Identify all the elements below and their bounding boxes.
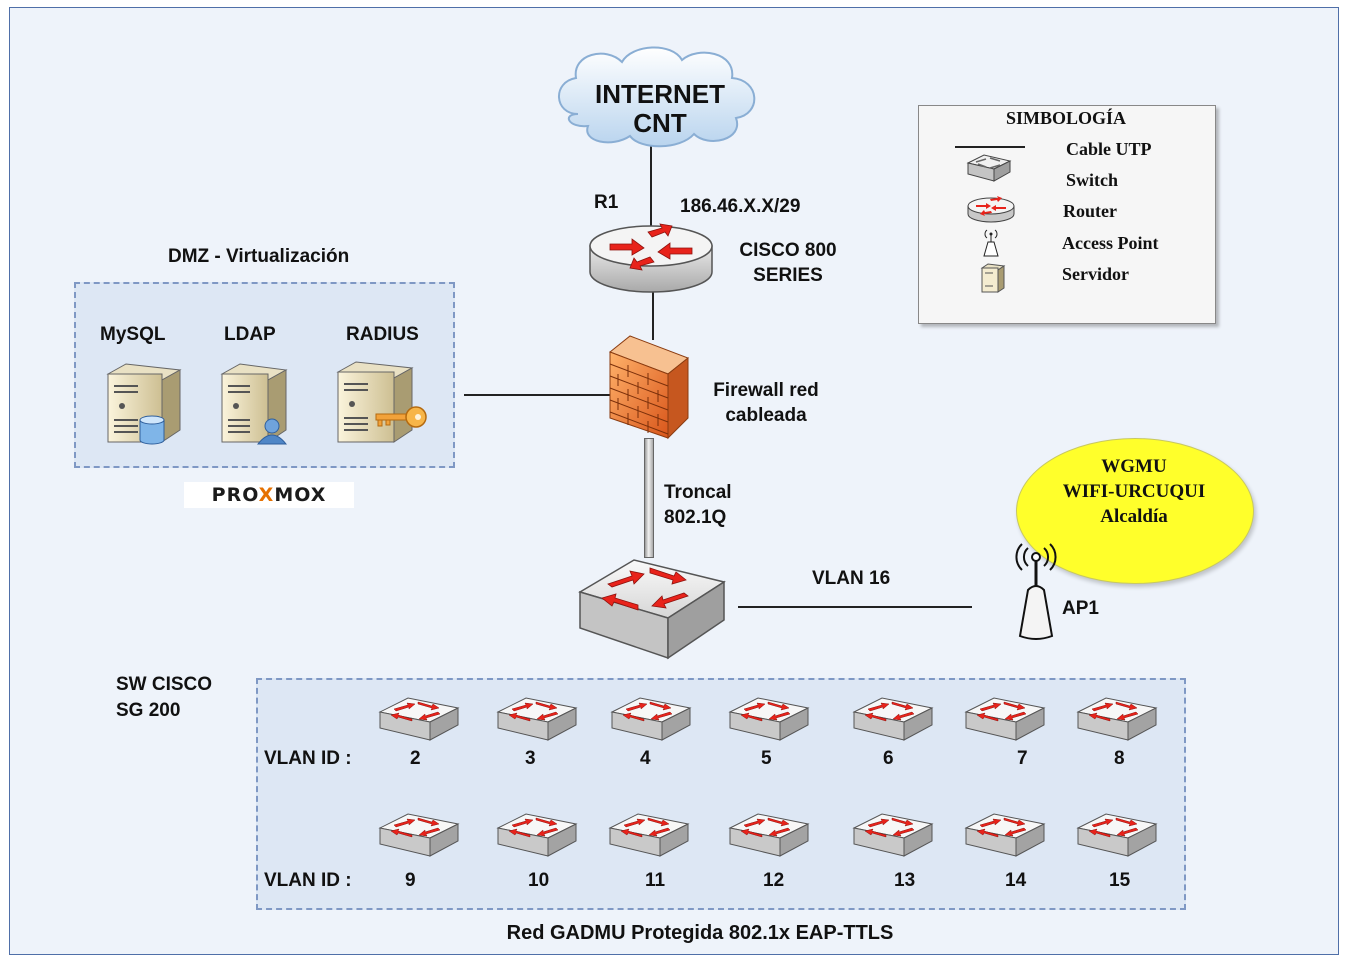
legend-router-icon <box>967 196 1015 223</box>
vlan-id-number: 14 <box>1005 870 1027 891</box>
router-icon <box>589 223 713 293</box>
legend-switch-icon <box>966 154 1012 182</box>
legend-title: SIMBOLOGÍA <box>1005 108 1127 128</box>
vlan-switch-icon <box>1076 812 1158 863</box>
vlan-id-number: 4 <box>640 748 651 769</box>
database-server-icon <box>106 363 182 445</box>
firewall-icon <box>609 335 689 440</box>
key-server-icon <box>336 361 427 443</box>
server-label-ldap: LDAP <box>224 324 276 345</box>
legend-cable-symbol <box>955 146 1025 148</box>
vlan-id-number: 11 <box>645 870 666 891</box>
link-dmz-firewall <box>464 394 610 396</box>
legend-label-cable: Cable UTP <box>1066 139 1152 159</box>
wifi-network-label: WGMU WIFI-URCUQUI Alcaldía <box>1016 454 1252 529</box>
trunk-line1: Troncal <box>664 482 732 503</box>
vlan-id-number: 9 <box>405 870 416 891</box>
vlan16-label: VLAN 16 <box>812 568 891 589</box>
access-point-icon <box>1015 543 1057 640</box>
link-switch-ap <box>738 606 972 608</box>
vlan-row1-label: VLAN ID : <box>264 748 352 769</box>
legend-label-server: Servidor <box>1062 264 1129 284</box>
vlan-switch-icon <box>964 696 1046 747</box>
vlan-switch-icon <box>852 812 934 863</box>
trunk-line2: 802.1Q <box>664 507 727 528</box>
trunk-label: Troncal 802.1Q <box>664 480 732 530</box>
vlan-id-number: 6 <box>883 748 894 769</box>
wifi-line1: WGMU <box>1101 456 1167 477</box>
vlan-switch-icon <box>728 696 810 747</box>
legend-label-router: Router <box>1063 201 1117 221</box>
vlan-id-number: 15 <box>1109 870 1131 891</box>
vlan-switch-icon <box>964 812 1046 863</box>
firewall-label: Firewall red cableada <box>692 378 840 428</box>
router-model: CISCO 800 SERIES <box>718 238 858 288</box>
wifi-line3: Alcaldía <box>1100 506 1168 527</box>
core-switch-label: SW CISCO SG 200 <box>116 672 212 724</box>
firewall-line1: Firewall red <box>713 380 819 401</box>
router-model-line1: CISCO 800 <box>739 240 837 261</box>
vlan-switch-icon <box>608 812 690 863</box>
server-label-radius: RADIUS <box>346 324 419 345</box>
internet-line1: INTERNET <box>595 79 725 109</box>
router-ip: 186.46.X.X/29 <box>680 196 801 217</box>
vlan-switch-icon <box>852 696 934 747</box>
legend-label-switch: Switch <box>1066 170 1119 190</box>
vlan-switch-icon <box>496 696 578 747</box>
vlan-id-number: 13 <box>894 870 916 891</box>
internet-label: INTERNET CNT <box>570 80 750 138</box>
ap-name: AP1 <box>1062 598 1099 619</box>
footer-caption: Red GADMU Protegida 802.1x EAP-TTLS <box>506 922 894 944</box>
proxmox-logo: PROXMOX <box>184 482 354 508</box>
vlan-id-number: 10 <box>528 870 550 891</box>
trunk-link <box>644 438 654 558</box>
vlan-switch-icon <box>610 696 692 747</box>
router-name: R1 <box>594 192 619 213</box>
router-model-line2: SERIES <box>753 265 823 286</box>
vlan-id-number: 7 <box>1017 748 1028 769</box>
vlan-id-number: 8 <box>1114 748 1125 769</box>
vlan-id-number: 3 <box>525 748 536 769</box>
dmz-title: DMZ - Virtualización <box>168 246 350 267</box>
wifi-line2: WIFI-URCUQUI <box>1062 481 1206 502</box>
vlan-id-number: 12 <box>763 870 785 891</box>
core-switch-icon <box>578 559 726 660</box>
vlan-id-number: 5 <box>761 748 772 769</box>
vlan-switch-icon <box>496 812 578 863</box>
core-switch-line2: SG 200 <box>116 700 181 721</box>
vlan-switch-icon <box>378 696 460 747</box>
vlan-id-number: 2 <box>410 748 421 769</box>
user-server-icon <box>220 363 288 445</box>
server-label-mysql: MySQL <box>100 324 166 345</box>
legend-server-icon <box>980 263 1006 293</box>
proxmox-wordmark: PROXMOX <box>211 484 327 506</box>
internet-line2: CNT <box>633 108 687 138</box>
legend-label-access-point: Access Point <box>1062 233 1159 253</box>
legend-access-point-icon <box>983 229 999 257</box>
vlan-switch-icon <box>1076 696 1158 747</box>
link-router-firewall <box>652 292 654 340</box>
core-switch-line1: SW CISCO <box>116 674 213 695</box>
vlan-switch-icon <box>728 812 810 863</box>
link-internet-router <box>650 145 652 227</box>
vlan-row2-label: VLAN ID : <box>264 870 352 891</box>
cloud-icon <box>558 46 756 148</box>
vlan-switch-icon <box>378 812 460 863</box>
firewall-line2: cableada <box>725 405 807 426</box>
